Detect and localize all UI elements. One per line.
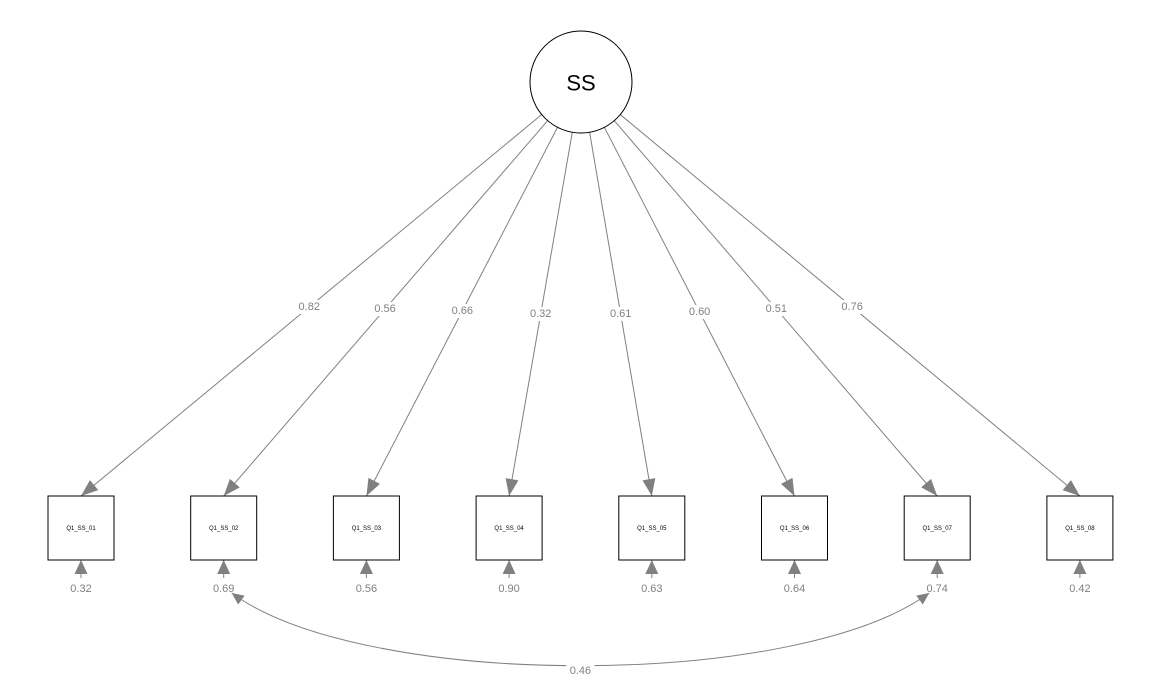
- residual-label-8: 0.42: [1069, 583, 1090, 595]
- indicator-label-8: Q1_SS_08: [1065, 526, 1095, 532]
- residual-label-7: 0.74: [926, 583, 947, 595]
- loading-label-1: 0.82: [299, 301, 320, 313]
- residual-arrowhead-3: [359, 560, 373, 574]
- loading-label-4: 0.32: [530, 308, 551, 320]
- residual-arrowhead-1: [74, 560, 88, 574]
- residual-label-4: 0.90: [498, 583, 519, 595]
- latent-node-ss: [529, 30, 633, 134]
- covariance-arrowhead-left: [231, 593, 245, 605]
- loading-arrowhead-7: [921, 478, 938, 496]
- indicator-label-2: Q1_SS_02: [209, 526, 239, 532]
- covariance-arrowhead-right: [916, 593, 930, 605]
- covariance-curve: [231, 592, 930, 667]
- indicator-node-6: [761, 495, 828, 561]
- latent-label: SS: [566, 71, 595, 96]
- indicator-node-7: [903, 495, 971, 561]
- loading-arrowhead-4: [505, 478, 519, 496]
- indicator-label-5: Q1_SS_05: [637, 526, 667, 532]
- loading-arrowhead-5: [642, 478, 656, 496]
- indicator-label-6: Q1_SS_06: [780, 526, 810, 532]
- indicator-node-4: [475, 495, 543, 561]
- loading-arrowhead-2: [223, 478, 240, 496]
- labels-layer: 0.82 0.32 0.56 0.69 0.66 0.56 0.32 0.90 0.61 0.63…: [70, 300, 1091, 678]
- loading-label-7: 0.51: [766, 303, 787, 315]
- loading-label-1-bg: [296, 300, 323, 314]
- indicator-label-3: Q1_SS_03: [352, 526, 382, 532]
- loading-label-2-bg: [372, 302, 399, 316]
- loading-label-5-bg: [607, 307, 634, 321]
- residual-arrowhead-4: [502, 560, 516, 574]
- loading-label-6: 0.60: [689, 306, 710, 318]
- residual-arrowhead-7: [930, 560, 944, 574]
- indicator-node-1: [47, 495, 115, 561]
- residual-label-5: 0.63: [641, 583, 662, 595]
- indicator-label-4: Q1_SS_04: [494, 526, 524, 532]
- nodes-layer: SS Q1_SS_01 Q1_SS_02 Q1_SS_03 Q1_SS_04 Q1_SS_…: [47, 30, 1114, 561]
- loading-label-4-bg: [527, 307, 554, 321]
- indicator-node-2: [190, 495, 258, 561]
- loading-label-3-bg: [449, 304, 476, 318]
- covariance-label: 0.46: [570, 665, 591, 677]
- loading-arrowhead-1: [81, 480, 99, 496]
- residual-label-1: 0.32: [70, 583, 91, 595]
- indicator-node-8: [1046, 495, 1114, 561]
- covariance-label-bg: [566, 664, 595, 678]
- indicator-label-7: Q1_SS_07: [923, 526, 953, 532]
- loading-label-6-bg: [686, 305, 713, 319]
- residual-arrowhead-5: [645, 560, 659, 574]
- loading-label-8-bg: [839, 300, 866, 314]
- loading-label-7-bg: [763, 302, 790, 316]
- loading-label-2: 0.56: [374, 303, 395, 315]
- loading-label-5: 0.61: [610, 308, 631, 320]
- residual-label-2: 0.69: [213, 583, 234, 595]
- loading-label-8: 0.76: [841, 301, 862, 313]
- residual-arrowhead-2: [217, 560, 231, 574]
- indicator-label-1: Q1_SS_01: [66, 526, 96, 532]
- residual-label-3: 0.56: [356, 583, 377, 595]
- residual-arrowhead-8: [1073, 560, 1087, 574]
- residual-arrowhead-6: [788, 560, 801, 574]
- loading-label-3: 0.66: [452, 305, 473, 317]
- loading-arrowhead-8: [1062, 480, 1080, 496]
- indicator-node-5: [618, 495, 686, 561]
- indicator-node-3: [332, 495, 400, 561]
- residual-label-6: 0.64: [784, 583, 805, 595]
- loading-arrowhead-6: [780, 477, 795, 496]
- loading-arrowhead-3: [366, 477, 380, 496]
